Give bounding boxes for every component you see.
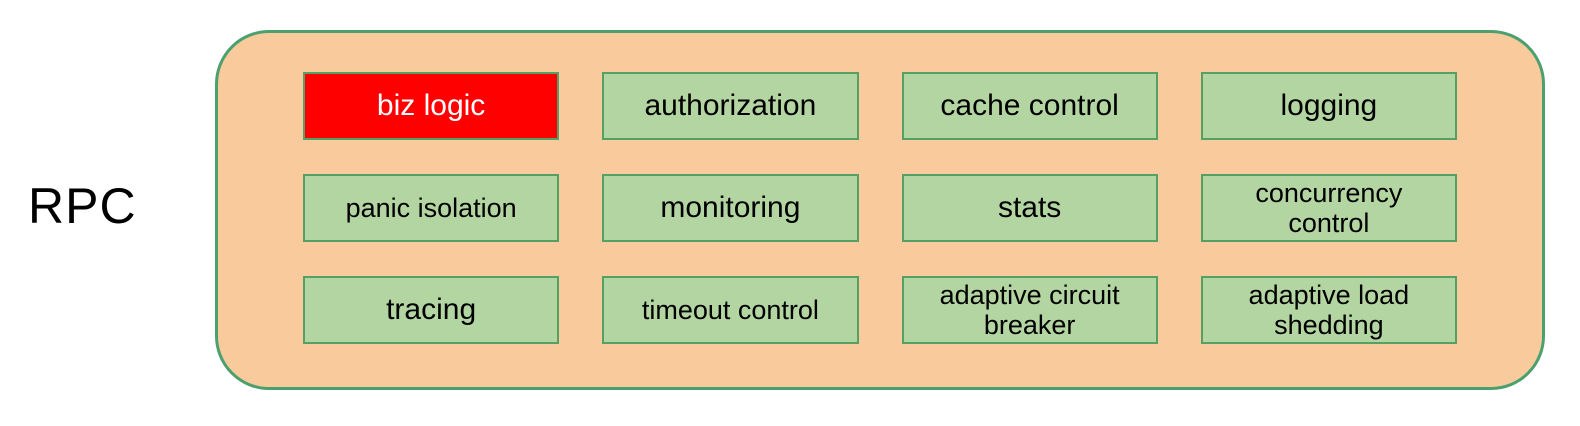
box-monitoring: monitoring xyxy=(602,174,859,242)
box-panic-isolation: panic isolation xyxy=(303,174,560,242)
box-cache-control: cache control xyxy=(901,72,1158,140)
box-stats: stats xyxy=(901,174,1158,242)
rpc-middleware-container: biz logic authorization cache control loggi… xyxy=(215,30,1545,390)
box-adaptive-circuit-breaker: adaptive circuit breaker xyxy=(901,276,1158,344)
box-adaptive-load-shedding: adaptive load shedding xyxy=(1200,276,1457,344)
middleware-grid: biz logic authorization cache control loggi… xyxy=(303,72,1457,344)
box-logging: logging xyxy=(1200,72,1457,140)
box-concurrency-control: concurrency control xyxy=(1200,174,1457,242)
box-timeout-control: timeout control xyxy=(602,276,859,344)
rpc-label: RPC xyxy=(28,178,137,234)
box-authorization: authorization xyxy=(602,72,859,140)
box-biz-logic: biz logic xyxy=(303,72,560,140)
box-tracing: tracing xyxy=(303,276,560,344)
